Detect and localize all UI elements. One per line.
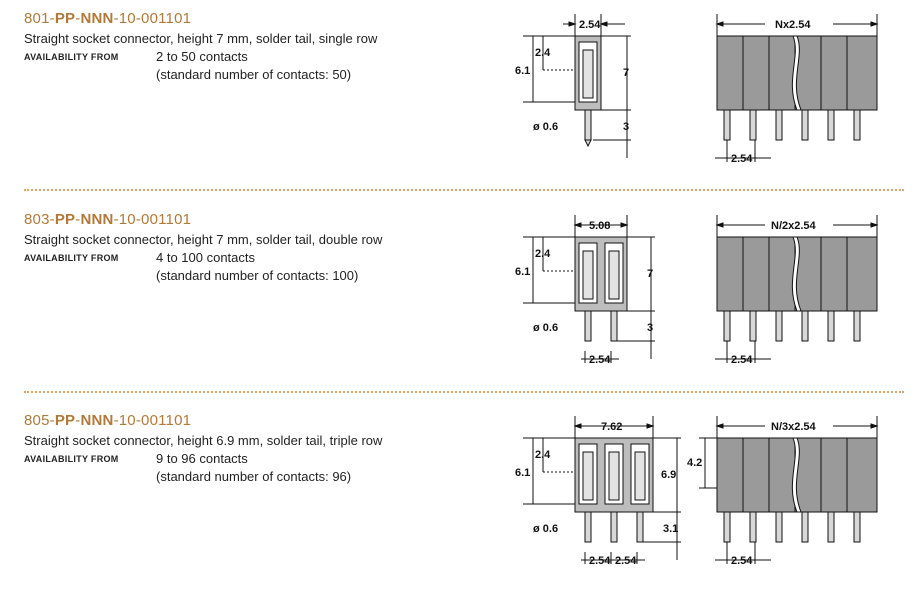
product-description: Straight socket connector, height 7 mm, … <box>24 31 378 46</box>
dim-width: 2.54 <box>579 19 601 31</box>
product-section-801: 801-PP-NNN-10-001101 Straight socket con… <box>0 0 921 190</box>
dim-overall-width: Nx2.54 <box>775 19 811 31</box>
dim-overall-width: N/2x2.54 <box>771 220 817 232</box>
dim-pin: ø 0.6 <box>533 121 558 133</box>
product-section-805: 805-PP-NNN-10-001101 Straight socket con… <box>0 402 921 592</box>
dim-pitch: 2.54 <box>731 153 753 165</box>
front-view-drawing: N/3x2.54 4.2 2.54 <box>687 416 879 567</box>
dim-pitch-2: 2.54 <box>615 555 637 567</box>
part-number: 805-PP-NNN-10-001101 <box>24 412 192 429</box>
availability-label: AVAILABILITY FROM <box>24 52 119 62</box>
dim-tail: 3 <box>623 121 629 133</box>
standard-contacts: (standard number of contacts: 100) <box>156 268 359 283</box>
front-view-drawing: N/2x2.54 2.54 <box>715 215 879 366</box>
dim-pitch: 2.54 <box>731 555 753 567</box>
section-divider <box>24 391 904 393</box>
dim-height: 7 <box>647 268 653 280</box>
dim-top: 2.4 <box>535 47 551 59</box>
availability-label: AVAILABILITY FROM <box>24 454 119 464</box>
standard-contacts: (standard number of contacts: 50) <box>156 67 352 82</box>
dim-height: 6.9 <box>661 469 676 481</box>
section-divider <box>24 189 904 191</box>
front-view-drawing: Nx2.54 2.54 <box>715 14 879 165</box>
dim-overall-width: N/3x2.54 <box>771 421 817 433</box>
dim-left: 6.1 <box>515 266 530 278</box>
dim-width: 7.62 <box>601 421 622 433</box>
side-view-drawing: 2.54 2.4 6.1 7 ø 0.6 3 <box>515 14 631 158</box>
dim-pitch: 2.54 <box>589 354 611 366</box>
standard-contacts: (standard number of contacts: 96) <box>156 469 352 484</box>
product-description: Straight socket connector, height 6.9 mm… <box>24 433 383 448</box>
dim-top: 2.4 <box>535 449 551 461</box>
dim-height: 7 <box>623 67 629 79</box>
product-section-803: 803-PP-NNN-10-001101 Straight socket con… <box>0 201 921 391</box>
dim-front-height: 4.2 <box>687 457 702 469</box>
side-view-drawing: 5.08 2.4 6.1 7 ø 0.6 3 2.54 <box>515 215 655 366</box>
dim-pin: ø 0.6 <box>533 322 558 334</box>
dim-top: 2.4 <box>535 248 551 260</box>
contact-range: 2 to 50 contacts <box>156 49 248 64</box>
contact-range: 9 to 96 contacts <box>156 451 248 466</box>
product-description: Straight socket connector, height 7 mm, … <box>24 232 383 247</box>
part-number: 801-PP-NNN-10-001101 <box>24 10 192 27</box>
dim-left: 6.1 <box>515 467 530 479</box>
dim-pitch-1: 2.54 <box>589 555 611 567</box>
dim-pitch: 2.54 <box>731 354 753 366</box>
dim-pin: ø 0.6 <box>533 523 558 535</box>
side-view-drawing: 7.62 2.4 6.1 6.9 ø 0.6 3.1 2.54 2.54 <box>515 416 681 567</box>
availability-label: AVAILABILITY FROM <box>24 253 119 263</box>
part-number: 803-PP-NNN-10-001101 <box>24 211 192 228</box>
dim-tail: 3.1 <box>663 523 678 535</box>
dim-left: 6.1 <box>515 65 530 77</box>
contact-range: 4 to 100 contacts <box>156 250 256 265</box>
dim-tail: 3 <box>647 322 653 334</box>
dim-width: 5.08 <box>589 220 610 232</box>
